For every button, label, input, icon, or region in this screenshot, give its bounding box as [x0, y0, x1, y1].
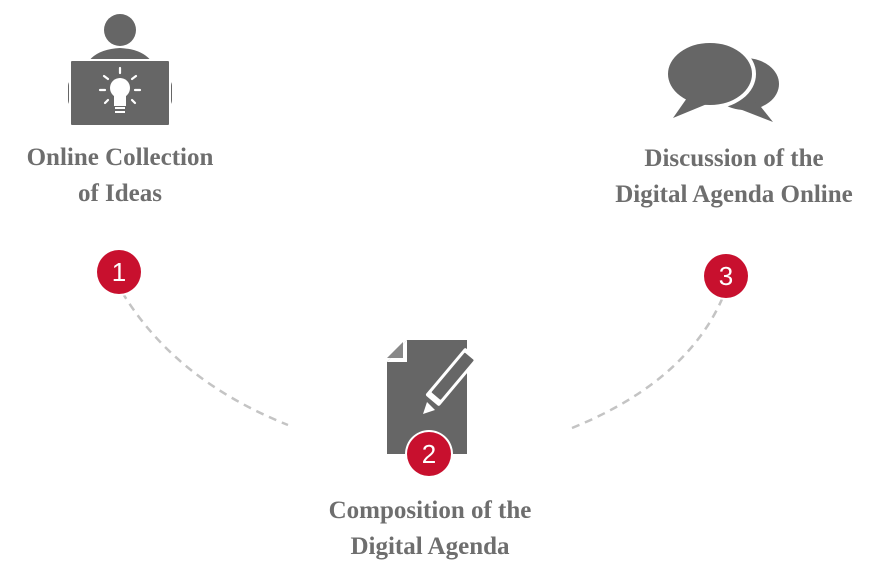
step-2-label-line-1: Composition of the [328, 497, 532, 524]
speech-bubbles-icon [664, 39, 779, 122]
step-3-label-line-1: Discussion of the [644, 145, 824, 172]
connector-1-to-2 [120, 291, 289, 427]
step-2-label: Composition of the Digital Agenda [290, 493, 570, 565]
step-3-label: Discussion of the Digital Agenda Online [584, 141, 877, 213]
step-1-label-line-1: Online Collection [26, 144, 214, 171]
step-1-label-line-2: of Ideas [77, 180, 163, 207]
step-3-number-badge: 3 [704, 254, 748, 298]
document-pencil-icon [387, 340, 479, 454]
step-1-label: Online Collection of Ideas [0, 140, 240, 212]
step-3-label-line-2: Digital Agenda Online [615, 181, 853, 208]
connector-2-to-3 [571, 291, 727, 430]
step-2-label-line-2: Digital Agenda [350, 533, 510, 560]
step-1-number-badge: 1 [97, 250, 141, 294]
person-laptop-idea-icon [68, 14, 172, 127]
step-2-number-badge: 2 [407, 432, 451, 476]
